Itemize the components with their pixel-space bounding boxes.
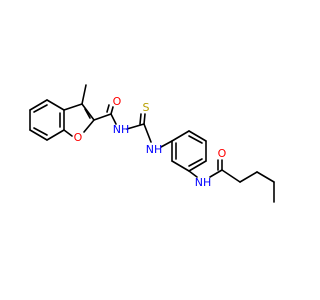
bond bbox=[63, 103, 83, 111]
bond bbox=[188, 130, 207, 142]
bond bbox=[139, 113, 142, 125]
bond bbox=[143, 113, 146, 125]
atom-label-layer: O O NH S NH NH O bbox=[74, 95, 227, 189]
bond bbox=[106, 104, 110, 113]
bond bbox=[188, 160, 207, 172]
thio-sulfur-label: S bbox=[143, 101, 150, 114]
bond bbox=[81, 103, 95, 121]
amide-oxygen-top-label: O bbox=[113, 95, 122, 108]
bond bbox=[83, 119, 95, 133]
nh-thiourea-label: NH bbox=[146, 143, 163, 156]
bond bbox=[126, 123, 145, 130]
bond bbox=[188, 170, 198, 178]
bond bbox=[81, 84, 87, 105]
ring-oxygen-label: O bbox=[74, 131, 83, 144]
bond bbox=[188, 135, 203, 144]
bond bbox=[209, 169, 223, 178]
bond bbox=[171, 130, 190, 142]
bond bbox=[33, 127, 48, 136]
bond bbox=[160, 140, 173, 148]
bond bbox=[46, 129, 65, 141]
bond bbox=[239, 171, 258, 183]
bond bbox=[33, 104, 48, 113]
molecule-diagram: O O NH S NH NH O bbox=[29, 84, 275, 203]
bond bbox=[171, 160, 190, 172]
bond bbox=[93, 113, 112, 121]
bond bbox=[29, 129, 48, 141]
bond-layer bbox=[29, 84, 275, 203]
bond bbox=[110, 113, 117, 125]
amide-oxygen-right-label: O bbox=[218, 147, 227, 160]
bond bbox=[29, 99, 48, 111]
bond bbox=[46, 99, 65, 111]
bond bbox=[84, 108, 91, 119]
nh-anilide-label: NH bbox=[195, 176, 212, 189]
bond bbox=[221, 169, 241, 183]
bond bbox=[143, 123, 152, 143]
bond bbox=[110, 106, 114, 115]
bond bbox=[188, 158, 203, 167]
nh-carbonyl-label: NH bbox=[113, 123, 130, 136]
bond bbox=[256, 171, 275, 183]
bond bbox=[63, 129, 73, 137]
